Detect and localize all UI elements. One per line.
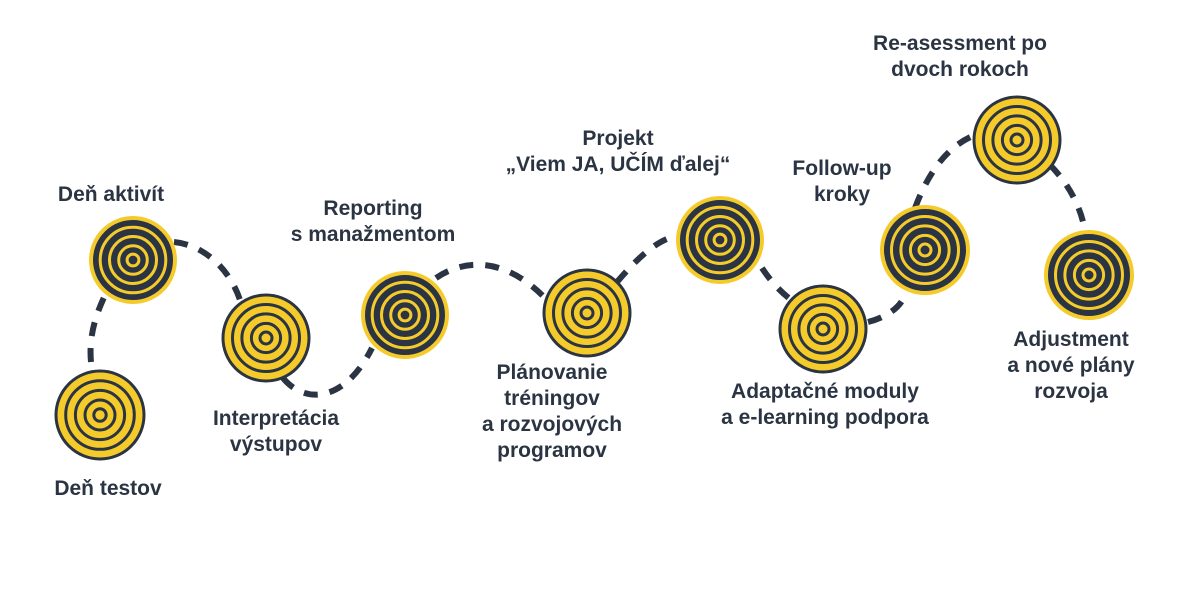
label-line: s manažmentom [290,223,456,246]
label-projekt: Projekt „Viem JA, UČÍM ďalej“ [506,126,731,178]
label-interpretacia-vystupov: Interpretácia výstupov [213,406,339,458]
label-planovanie: Plánovanie tréningov a rozvojových programo… [482,360,622,464]
label-line: „Viem JA, UČÍM ďalej“ [505,153,731,176]
label-line: dvoch rokoch [891,58,1029,81]
label-line: rozvoja [1034,380,1108,403]
target-node-reporting [361,271,449,359]
label-adjustment: Adjustment a nové plány rozvoja [1007,327,1134,405]
label-line: výstupov [229,433,323,456]
label-line: Re-asessment po [873,32,1047,55]
target-node-interpretacia-vystupov [221,293,311,383]
dashed-connector [87,132,1088,398]
target-nodes [54,95,1134,461]
target-node-projekt [676,196,764,284]
label-line: programov [497,439,607,462]
label-line: Plánovanie [496,361,608,384]
target-node-follow-up [880,205,970,295]
label-line: Reporting [323,197,423,220]
label-line: Follow-up [792,157,892,180]
label-re-assessment: Re-asessment po dvoch rokoch [873,31,1047,83]
label-follow-up: Follow-up kroky [792,156,891,208]
target-node-adjustment [1044,230,1134,320]
target-node-re-assessment [972,95,1062,185]
target-node-planovanie [542,268,632,358]
dashed-path [87,132,1088,398]
label-den-aktivit: Deň aktivít [58,182,164,208]
target-node-den-aktivit [89,216,177,304]
label-line: Deň testov [54,477,162,500]
label-line: tréningov [504,387,600,410]
label-adaptacne-moduly: Adaptačné moduly a e-learning podpora [721,379,929,431]
label-den-testov: Deň testov [54,476,161,502]
label-line: a nové plány [1007,354,1135,377]
label-line: a rozvojových [481,413,623,436]
target-node-adaptacne-moduly [778,284,868,374]
label-line: a e-learning podpora [721,406,929,429]
label-line: Projekt [582,127,654,150]
label-line: Interpretácia [212,407,340,430]
label-line: Adjustment [1013,328,1129,351]
label-line: kroky [813,183,871,206]
label-line: Adaptačné moduly [731,380,919,403]
label-line: Deň aktivít [57,183,165,206]
label-reporting: Reporting s manažmentom [291,196,456,248]
target-node-den-testov [54,369,146,461]
